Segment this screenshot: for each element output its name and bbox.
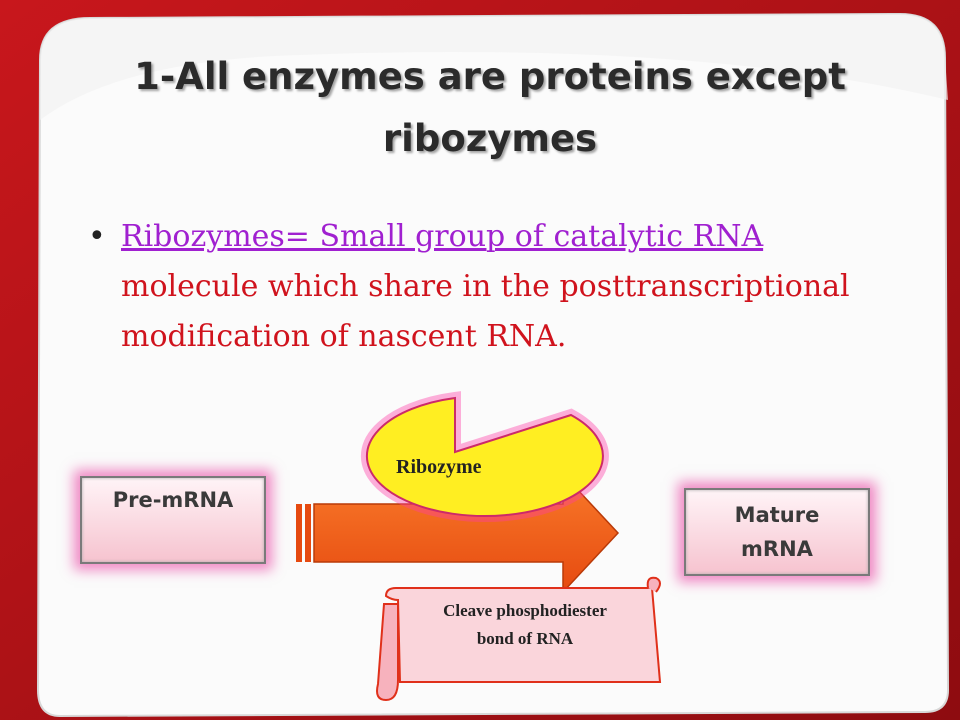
bullet-marker: • bbox=[88, 219, 106, 254]
cleave-label-line-1: Cleave phosphodiester bbox=[443, 601, 607, 620]
title-line-2: ribozymes bbox=[382, 117, 598, 160]
bullet-text: Ribozymes= Small group of catalytic RNA … bbox=[121, 212, 866, 362]
pre-mrna-box: Pre-mRNA bbox=[80, 476, 266, 564]
cleave-scroll bbox=[376, 576, 662, 702]
mature-mrna-label-line-2: mRNA bbox=[741, 537, 813, 561]
ribozyme-shape bbox=[360, 391, 609, 523]
cleave-label: Cleave phosphodiester bond of RNA bbox=[400, 597, 650, 653]
slide-title: 1-All enzymes are proteins except ribozy… bbox=[60, 46, 920, 170]
mature-mrna-box: Mature mRNA bbox=[684, 488, 870, 576]
pre-mrna-label: Pre-mRNA bbox=[112, 488, 234, 512]
ribozymes-definition-link[interactable]: Ribozymes= Small group of catalytic RNA bbox=[121, 219, 764, 254]
ribozyme-label: Ribozyme bbox=[396, 456, 482, 478]
bullet-rest-text: molecule which share in the posttranscri… bbox=[121, 269, 850, 354]
mature-mrna-label-line-1: Mature bbox=[734, 503, 820, 527]
title-line-1: 1-All enzymes are proteins except bbox=[134, 55, 846, 98]
cleave-label-line-2: bond of RNA bbox=[476, 629, 574, 648]
